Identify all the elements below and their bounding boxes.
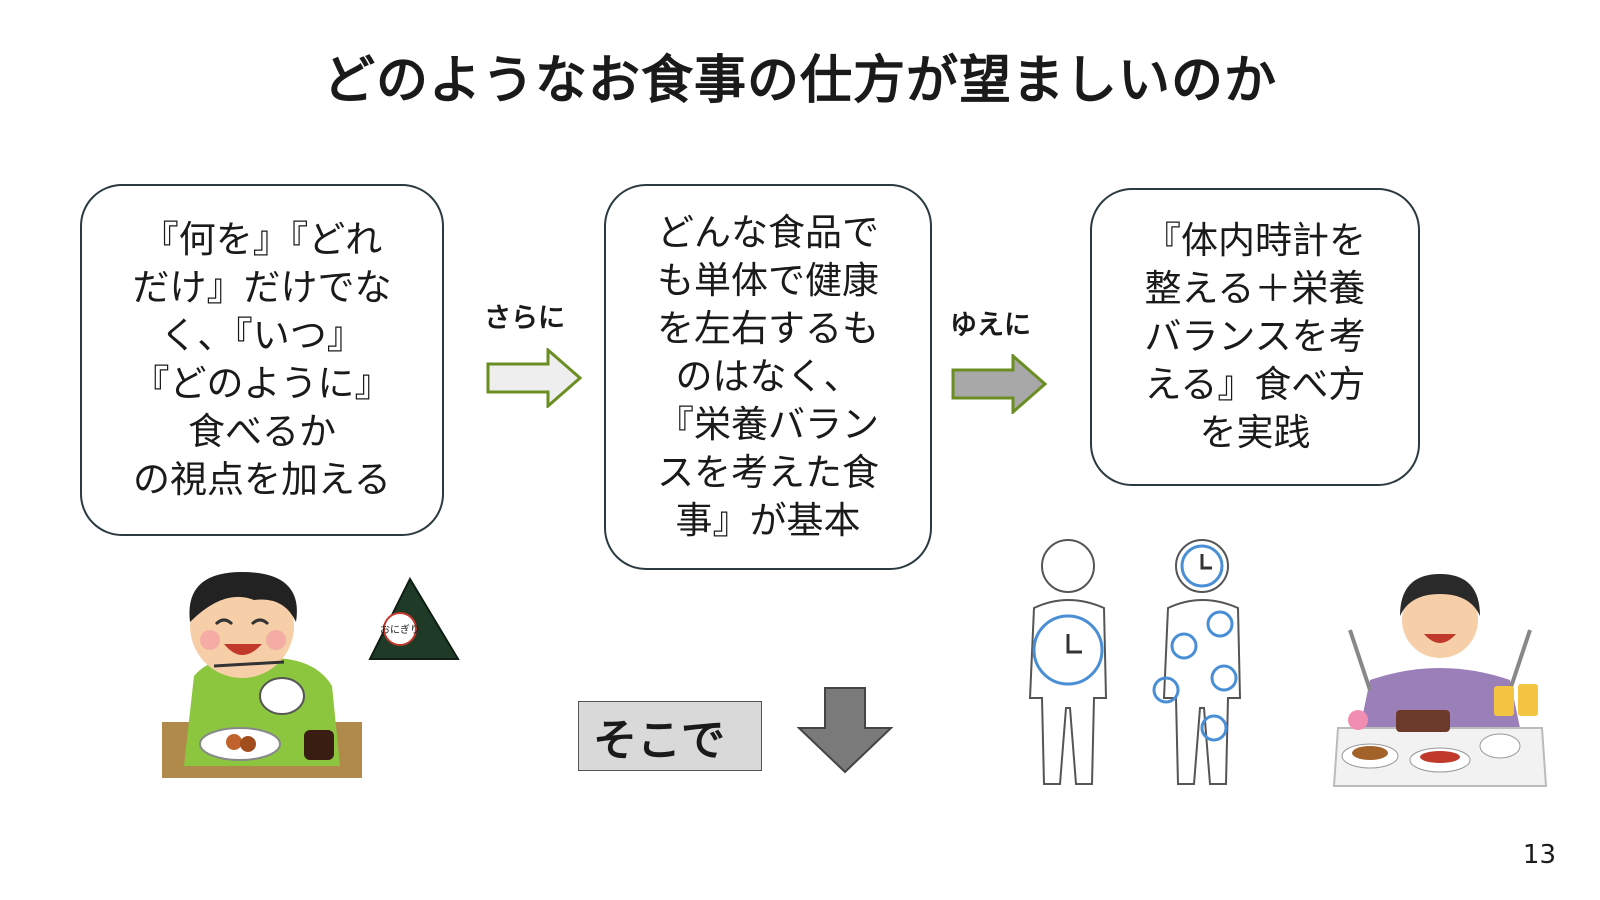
onigiri-label: おにぎり [380,623,420,636]
step-box-2: どんな食品で も単体で健康 を左右するも のはなく、 『栄養バラン スを考えた食… [604,184,932,570]
boy-eating-illustration [162,572,362,778]
body-clock-illustration [1028,539,1242,785]
page-title: どのようなお食事の仕方が望ましいのか [322,51,1277,111]
page-number: 13 [1522,840,1556,870]
onigiri-icon: おにぎり [368,576,460,660]
right-arrow-icon [951,354,1047,414]
step-box-2-text: どんな食品で も単体で健康 を左右するも のはなく、 『栄養バラン スを考えた食… [657,211,879,542]
step-box-1-text: 『何を』『どれ だけ』だけでな く、『いつ』 『どのように』 食べるか の視点を… [132,218,392,501]
connector-label-2: ゆえに [950,310,1031,341]
sokode-label: そこで [578,701,762,771]
step-box-1: 『何を』『どれ だけ』だけでな く、『いつ』 『どのように』 食べるか の視点を… [80,184,444,536]
step-box-3-text: 『体内時計を 整える＋栄養 バランスを考 える』食べ方 を実践 [1144,219,1366,454]
woman-feast-illustration [1332,574,1548,787]
step-box-3: 『体内時計を 整える＋栄養 バランスを考 える』食べ方 を実践 [1090,188,1420,486]
connector-label-1: さらに [484,303,565,334]
right-arrow-icon [486,348,582,408]
down-arrow-icon [797,687,893,774]
